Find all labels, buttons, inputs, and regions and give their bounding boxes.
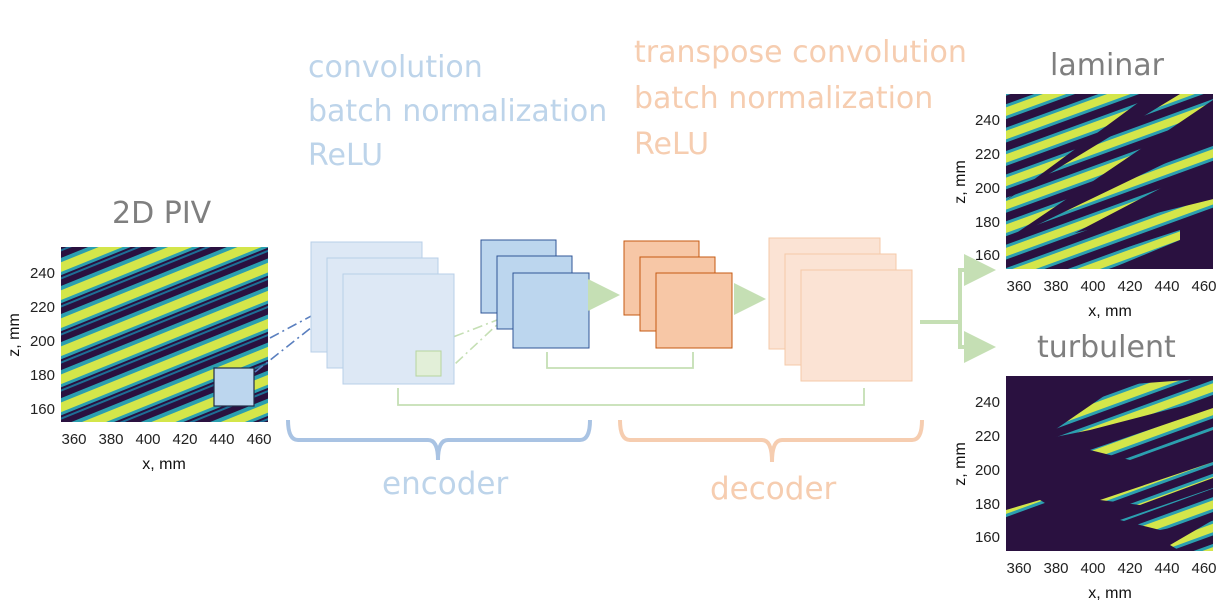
y-tick-label: 180: [975, 496, 1000, 513]
x-tick-label: 440: [209, 431, 234, 448]
y-tick-label: 200: [975, 462, 1000, 479]
x-tick-label: 460: [246, 431, 271, 448]
y-axis-label: z, mm: [952, 160, 969, 204]
x-tick-label: 420: [172, 431, 197, 448]
y-tick-label: 160: [975, 529, 1000, 546]
input-axes: 240 220 200 180 160 360 380 400 420 440 …: [6, 265, 272, 473]
input-title: 2D PIV: [112, 196, 212, 231]
x-tick-label: 380: [1043, 278, 1068, 295]
x-tick-label: 400: [1080, 278, 1105, 295]
x-tick-label: 440: [1154, 560, 1179, 577]
turbulent-field-image: [1006, 378, 1213, 551]
y-tick-label: 200: [30, 333, 55, 350]
laminar-output-plot: [1006, 94, 1213, 269]
x-tick-label: 460: [1191, 278, 1216, 295]
skip-connections: [397, 352, 865, 406]
turbulent-output-plot: [1006, 376, 1213, 551]
y-tick-label: 240: [975, 112, 1000, 129]
y-tick-label: 240: [30, 265, 55, 282]
y-tick-label: 160: [30, 401, 55, 418]
laminar-field-image: [1006, 94, 1213, 269]
x-axis-label: x, mm: [1088, 303, 1132, 320]
x-tick-label: 420: [1117, 560, 1142, 577]
y-tick-label: 160: [975, 247, 1000, 264]
encoder-bracket: [286, 419, 592, 461]
decoder-bracket: [618, 419, 924, 463]
input-piv-plot: [61, 247, 268, 422]
decoder-op-transpose-conv: transpose convolution: [634, 35, 967, 70]
x-tick-label: 360: [1006, 278, 1031, 295]
y-tick-label: 180: [975, 214, 1000, 231]
output-branch-arrows: [920, 254, 996, 363]
x-tick-label: 360: [1006, 560, 1031, 577]
turbulent-title: turbulent: [1037, 330, 1176, 365]
decoder-label: decoder: [710, 471, 837, 507]
x-axis-label: x, mm: [1088, 585, 1132, 602]
y-tick-label: 220: [975, 428, 1000, 445]
encoder-stack-2: [480, 239, 590, 349]
decoder-stack-2: [768, 237, 913, 382]
y-tick-label: 240: [975, 394, 1000, 411]
y-tick-label: 200: [975, 180, 1000, 197]
x-tick-label: 400: [135, 431, 160, 448]
encoder-op-relu: ReLU: [308, 138, 384, 173]
x-tick-label: 360: [61, 431, 86, 448]
laminar-axes: 240 220 200 180 160 360 380 400 420 440 …: [952, 112, 1217, 320]
encoder-ops-list: convolution batch normalization ReLU: [308, 46, 607, 178]
decoder-ops-list: transpose convolution batch normalizatio…: [634, 30, 967, 168]
y-tick-label: 220: [30, 299, 55, 316]
encoder-label: encoder: [382, 466, 509, 502]
x-axis-label: x, mm: [142, 456, 186, 473]
y-tick-label: 220: [975, 146, 1000, 163]
x-tick-label: 400: [1080, 560, 1105, 577]
encoder-op-convolution: convolution: [308, 50, 483, 85]
x-tick-label: 440: [1154, 278, 1179, 295]
turbulent-axes: 240 220 200 180 160 360 380 400 420 440 …: [952, 394, 1217, 602]
encoder-kernel-box: [415, 350, 442, 377]
x-tick-label: 380: [98, 431, 123, 448]
y-axis-label: z, mm: [952, 442, 969, 486]
y-axis-label: z, mm: [6, 313, 23, 357]
x-tick-label: 460: [1191, 560, 1216, 577]
decoder-op-batchnorm: batch normalization: [634, 81, 934, 116]
y-tick-label: 180: [30, 367, 55, 384]
x-tick-label: 420: [1117, 278, 1142, 295]
encoder-stack-1: [310, 241, 455, 385]
decoder-op-relu: ReLU: [634, 127, 710, 162]
encoder-op-batchnorm: batch normalization: [308, 94, 608, 129]
laminar-title: laminar: [1050, 48, 1165, 83]
decoder-stack-1: [623, 240, 733, 349]
input-patch-box: [213, 367, 255, 407]
x-tick-label: 380: [1043, 560, 1068, 577]
